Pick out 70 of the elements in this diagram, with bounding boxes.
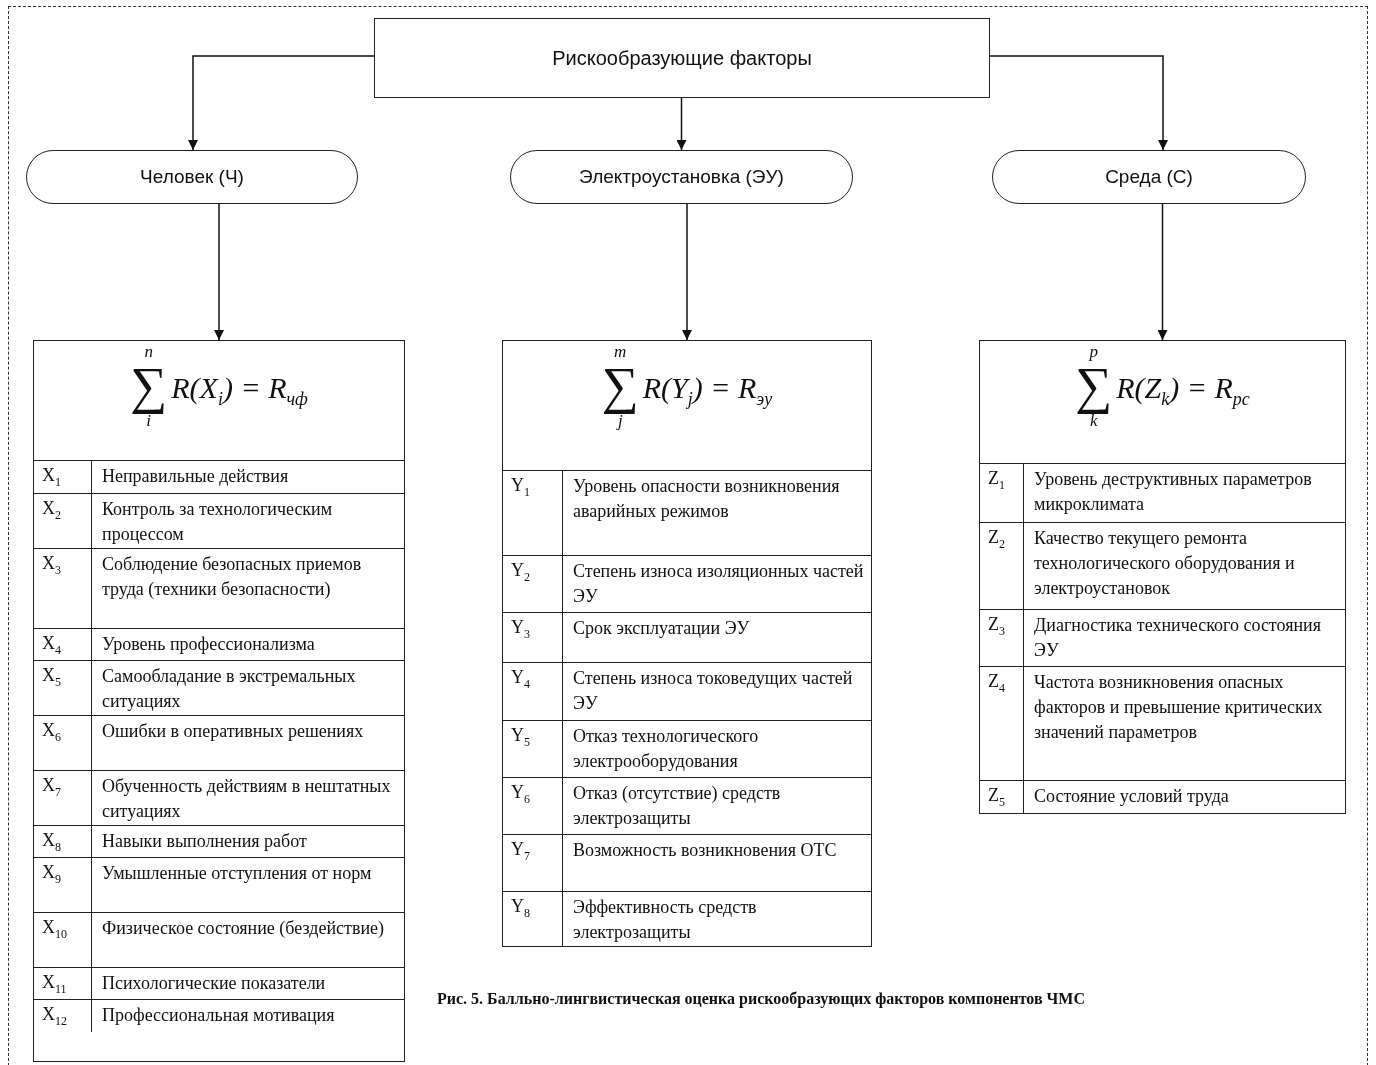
upper-limit: m	[614, 343, 627, 360]
factor-index: X$_{2}$	[34, 494, 92, 548]
factor-name: Частота возникновения опасных факторов и превышение критических значений параметров	[1033, 671, 1324, 744]
factor-table	[33, 340, 405, 1062]
factor-name: Обученность действиям в нештатных ситуациях	[101, 775, 392, 823]
factor-index: Y$_{3}$	[503, 613, 563, 662]
arrow	[1157, 203, 1168, 341]
arrow	[682, 203, 692, 341]
factor-name: Навыки выполнения работ	[101, 830, 308, 853]
factor-name: Диагностика технического состояния ЭУ	[1033, 614, 1322, 662]
factor-index: Y$_{4}$	[503, 663, 563, 720]
factor-name: Соблюдение безопасных приемов труда (техники безопасности)	[101, 553, 363, 601]
factor-name: Самообладание в экстремальных ситуациях	[101, 665, 357, 713]
factor-index: X$_{11}$	[34, 968, 92, 999]
factor-index: Z$_{3}$	[980, 610, 1024, 666]
factor-name: Степень износа изоляционных частей ЭУ	[572, 560, 865, 608]
factor-name: Состояние условий труда	[1033, 785, 1230, 808]
upper-limit: n	[144, 343, 153, 360]
sum-sign: ∑	[1075, 360, 1113, 412]
factor-index: Y$_{6}$	[503, 778, 563, 834]
root-box: Рискообразующие факторы	[374, 18, 990, 98]
factor-index: Y$_{8}$	[503, 892, 563, 946]
formula: R(Y$_{j}$) = R$_{эу}$	[642, 371, 773, 410]
factor-name: Качество текущего ремонта технологического оборудования и электроустановок	[1033, 527, 1296, 600]
factor-name: Психологические показатели	[101, 972, 327, 995]
formula: R(Z$_{k}$) = R$_{pc}$	[1116, 371, 1250, 410]
factor-name: Степень износа токоведущих частей ЭУ	[572, 667, 854, 715]
factor-index: Z$_{2}$	[980, 523, 1024, 609]
factor-name: Контроль за технологическим процессом	[101, 498, 334, 546]
factor-index: Y$_{1}$	[503, 471, 563, 555]
upper-limit: p	[1089, 343, 1098, 360]
sum-sign: ∑	[130, 360, 168, 412]
factor-name: Срок эксплуатации ЭУ	[572, 617, 751, 640]
factor-index: X$_{5}$	[34, 661, 92, 715]
factor-index: X$_{7}$	[34, 771, 92, 825]
factor-index: X$_{4}$	[34, 629, 92, 660]
factor-index: X$_{1}$	[34, 461, 92, 493]
factor-name: Неправильные действия	[101, 465, 290, 488]
sum-sign: ∑	[601, 360, 639, 412]
factor-index: X$_{9}$	[34, 858, 92, 912]
factor-table	[979, 340, 1346, 814]
factor-name: Умышленные отступления от норм	[101, 862, 373, 885]
factor-name: Уровень деструктивных параметров микроклимата	[1033, 468, 1313, 516]
factor-index: X$_{3}$	[34, 549, 92, 628]
factor-name: Отказ (отсутствие) средств электрозащиты	[572, 782, 782, 830]
factor-index: X$_{12}$	[34, 1000, 92, 1032]
factor-name: Возможность возникновения ОТС	[572, 839, 838, 862]
arrow	[676, 97, 687, 151]
arrow	[989, 55, 1168, 151]
factor-index: Y$_{7}$	[503, 835, 563, 891]
factor-index: Z$_{4}$	[980, 667, 1024, 780]
factor-index: X$_{10}$	[34, 913, 92, 967]
factor-name: Ошибки в оперативных решениях	[101, 720, 365, 743]
factor-name: Уровень опасности возникновения аварийных режимов	[572, 475, 841, 523]
factor-index: X$_{8}$	[34, 826, 92, 857]
factor-name: Отказ технологического электрооборудования	[572, 725, 760, 773]
factor-index: Y$_{2}$	[503, 556, 563, 612]
figure-caption: Рис. 5. Балльно-лингвистическая оценка рискообразующих факторов компонентов ЧМС	[437, 990, 1086, 1008]
factor-name: Уровень профессионализма	[101, 633, 316, 656]
formula: R(X$_{i}$) = R$_{чф}$	[171, 371, 308, 410]
factor-name: Физическое состояние (бездействие)	[101, 917, 386, 940]
factor-name: Эффективность средств электрозащиты	[572, 896, 758, 944]
factor-name: Профессиональная мотивация	[101, 1004, 336, 1027]
arrow	[214, 203, 224, 341]
factor-index: Z$_{5}$	[980, 781, 1024, 813]
factor-index: Z$_{1}$	[980, 464, 1024, 522]
factor-table	[502, 340, 872, 947]
arrow	[188, 55, 375, 151]
factor-index: X$_{6}$	[34, 716, 92, 770]
factor-index: Y$_{5}$	[503, 721, 563, 777]
